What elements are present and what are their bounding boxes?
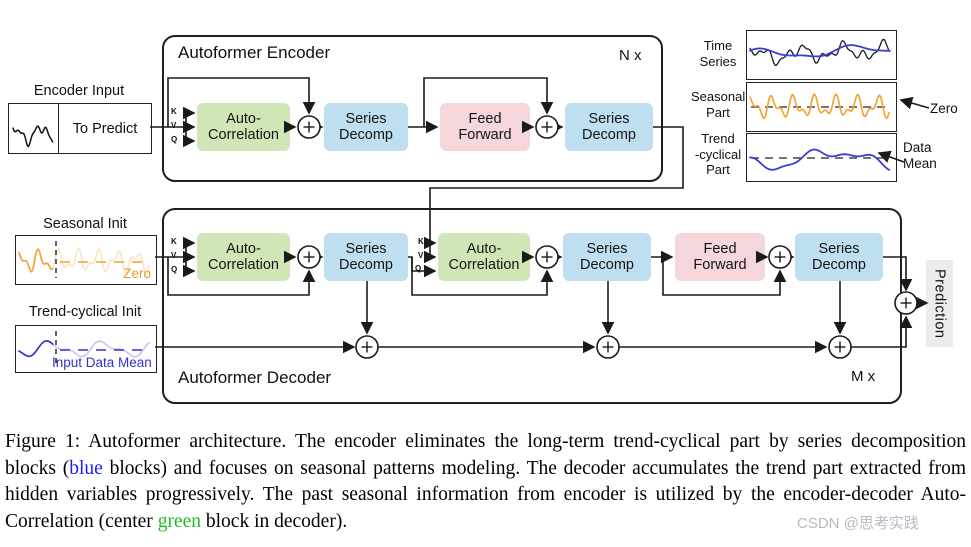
encoder-input-box: To Predict <box>8 103 152 154</box>
label-line: Mean <box>903 156 937 171</box>
trend-init-solid <box>18 339 54 358</box>
label-line: Data <box>903 140 932 155</box>
block-label-line: Series <box>345 240 387 257</box>
trend-init-plot-svg <box>18 331 150 366</box>
q-label: Q <box>171 265 178 274</box>
block-label-line: Correlation <box>208 257 279 273</box>
block-label-line: Correlation <box>448 257 520 273</box>
trend-init-label: Trend-cyclical Init <box>28 304 142 320</box>
block-label-line: Forward <box>458 127 512 143</box>
seasonal-part-curve <box>749 93 891 120</box>
seasonal-part-label: Seasonal Part <box>691 89 745 120</box>
trend-init-box: Input Data Mean <box>15 325 157 373</box>
seasonal-init-faded <box>52 247 150 275</box>
block-label-line: Decomp <box>339 127 393 143</box>
block-label-line: Series <box>818 240 860 257</box>
trend-init-faded <box>52 340 150 358</box>
decoder-repeat-count: M x <box>851 368 876 385</box>
time-series-plot <box>746 30 897 80</box>
decoder-series-decomp-2-block: Series Decomp <box>563 233 651 281</box>
figure-caption: Figure 1: Autoformer architecture. The e… <box>5 431 967 532</box>
block-label-line: Series <box>588 110 630 127</box>
k-label: K <box>171 237 177 246</box>
block-label-line: Forward <box>693 257 747 273</box>
trend-part-label: Trend -cyclical Part <box>691 131 745 178</box>
q-label: Q <box>171 135 178 144</box>
block-label-line: Decomp <box>580 257 634 273</box>
trend-part-plot <box>746 133 897 182</box>
trend-part-curve <box>749 148 891 171</box>
decoder-auto-correlation-1-block: Auto- Correlation <box>197 233 290 281</box>
v-label: V <box>171 121 177 130</box>
encoder-input-value: To Predict <box>72 120 138 137</box>
watermark: CSDN @思考实践 <box>797 515 919 532</box>
seasonal-init-plot-svg <box>18 241 150 278</box>
encoder-repeat-count: N x <box>619 47 642 64</box>
block-label-line: Feed <box>468 110 502 127</box>
seasonal-init-solid <box>18 248 54 273</box>
seasonal-part-plot-svg <box>749 93 891 120</box>
time-series-label: Time Series <box>691 38 745 69</box>
seasonal-part-plot <box>746 82 897 132</box>
prediction-output-label: Prediction <box>926 260 953 347</box>
zero-annotation: Zero <box>930 101 958 116</box>
block-label-line: Decomp <box>812 257 866 273</box>
block-label-line: Feed <box>703 240 737 257</box>
label-line: Time <box>703 38 733 53</box>
label-line: Seasonal <box>691 89 746 104</box>
block-label-line: Auto- <box>226 110 261 127</box>
time-series-plot-svg <box>749 38 891 67</box>
label-line: Part <box>706 162 730 177</box>
k-label: K <box>418 237 424 246</box>
block-label-line: Decomp <box>582 127 636 143</box>
v-label: V <box>171 251 177 260</box>
block-label-line: Auto- <box>226 240 261 257</box>
decoder-cross-auto-correlation-block: Auto- Correlation <box>438 233 530 281</box>
encoder-series-decomp-2-block: Series Decomp <box>565 103 653 151</box>
time-series-trend-curve <box>749 44 891 58</box>
time-series-raw-curve <box>749 38 890 67</box>
encoder-input-plot <box>9 104 59 153</box>
zero-annotation-arrow <box>899 96 930 110</box>
encoder-input-sparkline <box>12 125 54 147</box>
k-label: K <box>171 107 177 116</box>
block-label-line: Decomp <box>339 257 393 273</box>
data-mean-annotation: Data Mean <box>903 140 937 172</box>
encoder-feed-forward-block: Feed Forward <box>440 103 530 151</box>
decoder-series-decomp-1-block: Series Decomp <box>324 233 408 281</box>
decoder-title: Autoformer Decoder <box>178 368 332 387</box>
encoder-input-label: Encoder Input <box>33 83 125 99</box>
block-label-line: Auto- <box>466 240 502 257</box>
seasonal-init-label: Seasonal Init <box>43 216 127 232</box>
q-label: Q <box>415 264 422 273</box>
label-line: Part <box>706 104 730 120</box>
seasonal-init-value: Zero <box>123 266 151 281</box>
encoder-series-decomp-1-block: Series Decomp <box>324 103 408 151</box>
label-line: Trend <box>701 131 735 146</box>
block-label-line: Correlation <box>208 127 279 143</box>
trend-init-value: Input Data Mean <box>52 355 152 370</box>
v-label: V <box>418 251 424 260</box>
trend-part-plot-svg <box>749 148 891 171</box>
label-line: Series <box>699 53 737 69</box>
seasonal-init-box: Zero <box>15 235 157 285</box>
block-label-line: Series <box>586 240 628 257</box>
label-line: -cyclical <box>694 146 742 162</box>
decoder-feed-forward-block: Feed Forward <box>675 233 765 281</box>
encoder-input-sparkline-svg <box>12 125 54 147</box>
decoder-series-decomp-3-block: Series Decomp <box>795 233 883 281</box>
encoder-auto-correlation-block: Auto- Correlation <box>197 103 290 151</box>
block-label-line: Series <box>345 110 387 127</box>
encoder-title: Autoformer Encoder <box>178 43 331 62</box>
